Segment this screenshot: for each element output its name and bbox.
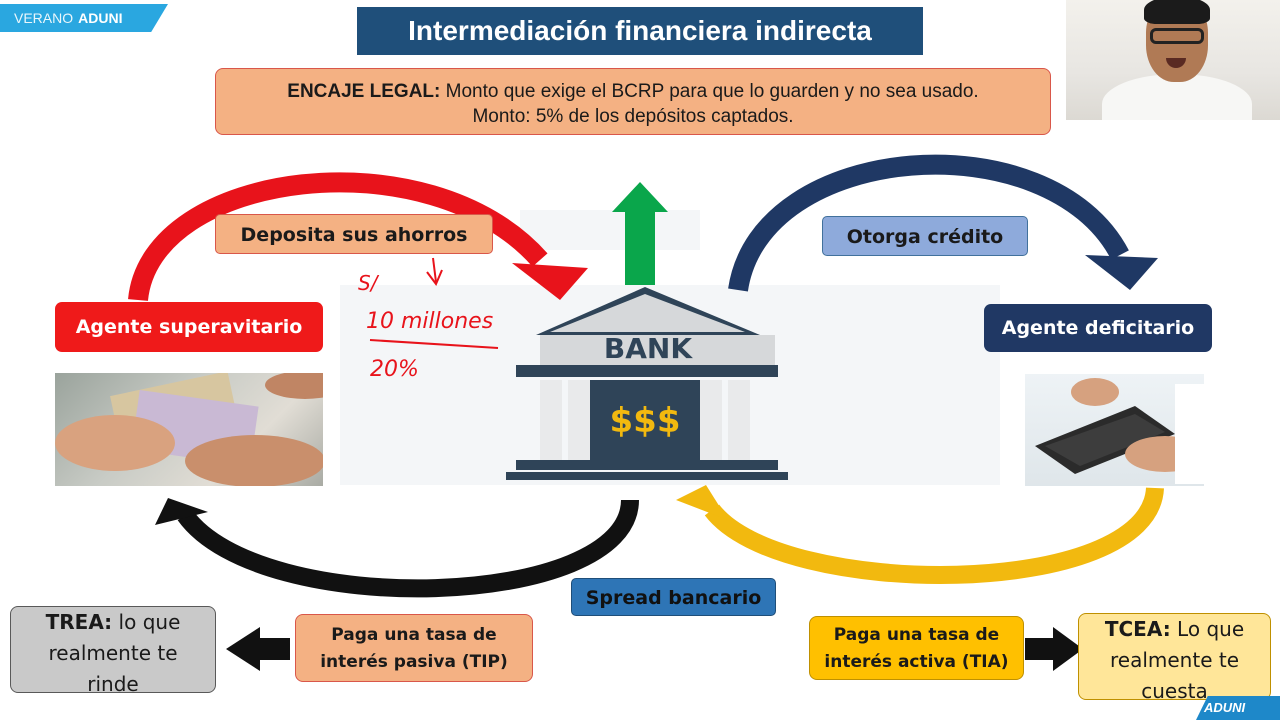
- trea-text-2: realmente te: [48, 641, 178, 665]
- tcea-text-1: Lo que: [1170, 617, 1245, 641]
- trea-box: TREA: lo que realmente te rinde: [10, 606, 216, 696]
- note-underline: [369, 339, 499, 349]
- bank-column-4: [728, 380, 750, 460]
- encaje-legal-box: ENCAJE LEGAL: Monto que exige el BCRP pa…: [215, 68, 1051, 135]
- tasa-activa-line-1: Paga una tasa de: [833, 625, 1000, 645]
- encaje-text-2: Monto: 5% de los depósitos captados.: [472, 106, 794, 127]
- money-hands-photo: [55, 373, 323, 486]
- bank-beam: [516, 365, 778, 377]
- trea-text-3: rinde: [87, 672, 139, 696]
- green-arrow-shaft: [625, 210, 655, 285]
- bank-label: BANK: [604, 332, 693, 365]
- bank-column-2: [568, 380, 590, 460]
- tasa-activa-box: Paga una tasa de interés activa (TIA): [809, 616, 1024, 680]
- money-hands-art: [55, 373, 323, 486]
- red-arrow-head: [512, 263, 588, 300]
- presenter-mouth: [1166, 58, 1186, 68]
- watermark-band: [520, 210, 700, 250]
- spread-bancario-label: Spread bancario: [571, 578, 776, 616]
- shirt-sleeve: [1175, 384, 1204, 484]
- trea-text-1: lo que: [112, 610, 181, 634]
- tasa-pasiva-line-1: Paga una tasa de: [331, 625, 497, 645]
- hand-upper: [1071, 378, 1119, 406]
- hand-top: [265, 373, 323, 399]
- bank-roof-inner: [550, 294, 745, 332]
- bank-column-3: [700, 380, 722, 460]
- presenter-webcam: [1066, 0, 1280, 120]
- bank-column-1: [540, 380, 562, 460]
- left-arrow-shaft: [258, 638, 290, 660]
- presenter-glasses: [1150, 28, 1204, 44]
- brand-name: ADUNI: [78, 10, 123, 26]
- tcea-box: TCEA: Lo que realmente te cuesta: [1078, 613, 1271, 703]
- encaje-label: ENCAJE LEGAL:: [287, 81, 441, 102]
- encaje-line-1: ENCAJE LEGAL: Monto que exige el BCRP pa…: [216, 79, 1050, 104]
- note-currency: S/: [358, 271, 380, 295]
- navy-arc-arrow: [728, 154, 1129, 292]
- tcea-text-3: cuesta: [1141, 679, 1208, 703]
- bank-sign-band: [540, 335, 775, 365]
- bank-building: BANK $$$: [506, 287, 788, 480]
- right-arrow-head: [1053, 627, 1083, 671]
- hand-left: [55, 415, 175, 471]
- right-arrow-shaft: [1025, 638, 1055, 660]
- tasa-pasiva-box: Paga una tasa de interés pasiva (TIP): [295, 614, 533, 682]
- otorga-label: Otorga crédito: [822, 216, 1028, 256]
- handwritten-note: [369, 257, 499, 349]
- yellow-arrow-head: [676, 485, 728, 520]
- agente-superavitario-label: Agente superavitario: [55, 302, 323, 352]
- left-arrow-head: [226, 627, 260, 671]
- note-amount: 10 millones: [366, 309, 493, 334]
- tasa-activa-line-2: interés activa (TIA): [824, 652, 1009, 672]
- slide-title: Intermediación financiera indirecta: [357, 7, 923, 55]
- black-arrow-head: [155, 498, 208, 525]
- green-arrow-head: [612, 182, 668, 212]
- empty-wallet-photo: [1025, 374, 1204, 486]
- tasa-pasiva-line-2: interés pasiva (TIP): [320, 652, 508, 672]
- yellow-arc-arrow: [704, 486, 1164, 584]
- corner-logo: ADUNI: [1196, 696, 1280, 720]
- empty-wallet-art: [1035, 378, 1204, 484]
- note-arrow: [426, 269, 443, 286]
- trea-label: TREA:: [45, 610, 113, 634]
- hand-right: [185, 435, 323, 486]
- note-percent: 20%: [370, 357, 419, 382]
- tcea-label: TCEA:: [1104, 617, 1171, 641]
- encaje-text-1: Monto que exige el BCRP para que lo guar…: [440, 81, 979, 102]
- tcea-line-1: TCEA: Lo que: [1079, 614, 1270, 645]
- bank-step-2: [506, 472, 788, 480]
- tcea-text-2: realmente te: [1109, 648, 1239, 672]
- navy-arrow-head: [1085, 255, 1158, 290]
- left-black-arrow: [226, 627, 290, 671]
- brand-prefix: VERANO: [14, 10, 74, 26]
- right-black-arrow: [1025, 627, 1083, 671]
- agente-deficitario-label: Agente deficitario: [984, 304, 1212, 352]
- trea-line-1: TREA: lo que: [11, 607, 215, 638]
- wallet-inside: [1045, 414, 1165, 466]
- bank-vault: [590, 380, 700, 460]
- bank-step-1: [516, 460, 778, 470]
- deposita-label: Deposita sus ahorros: [215, 214, 493, 254]
- presenter-hair: [1144, 0, 1210, 24]
- bank-money-symbol: $$$: [610, 401, 681, 441]
- black-arc-arrow: [177, 499, 639, 598]
- note-down-stroke: [432, 257, 437, 283]
